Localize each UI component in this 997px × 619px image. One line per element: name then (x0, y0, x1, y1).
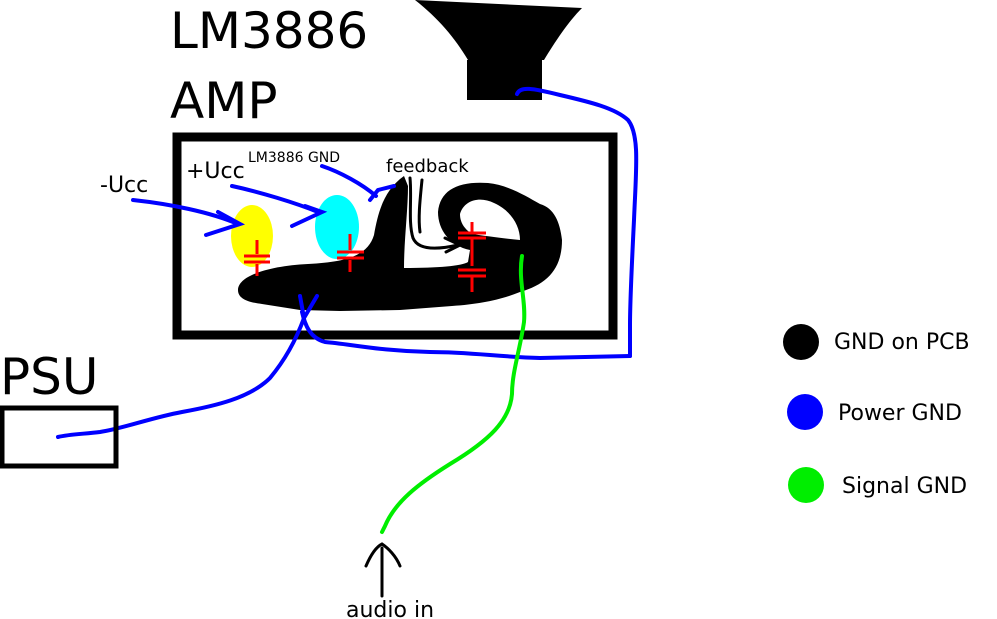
legend-label-power-gnd: Power GND (838, 401, 962, 426)
neg-supply-label: -Ucc (100, 173, 148, 198)
audio-in-arrow (364, 542, 402, 598)
speaker-icon (415, 0, 582, 100)
chip-gnd-label: LM3886 GND (248, 150, 340, 166)
legend-swatch-power-gnd (787, 394, 823, 430)
amp-pcb-box (172, 132, 618, 340)
amp-title-line1: LM3886 (170, 2, 368, 60)
power-gnd-wires (56, 86, 639, 439)
capacitor-feedback-lower (458, 268, 486, 292)
legend: GND on PCB Power GND Signal GND (783, 324, 970, 503)
legend-swatch-signal-gnd (788, 467, 824, 503)
amp-title-line2: AMP (170, 72, 278, 130)
pos-supply-pad (315, 195, 359, 259)
pcb-gnd-plane (238, 176, 562, 311)
feedback-label: feedback (386, 156, 469, 177)
legend-label-pcb-gnd: GND on PCB (834, 330, 970, 355)
feedback-arrow (408, 176, 464, 254)
signal-gnd-wire (380, 254, 527, 534)
capacitor-neg-supply (244, 240, 270, 276)
audio-in-label: audio in (346, 598, 434, 619)
legend-label-signal-gnd: Signal GND (842, 474, 967, 499)
psu-label: PSU (0, 348, 99, 406)
pos-supply-label: +Ucc (186, 159, 245, 184)
legend-swatch-pcb-gnd (783, 324, 819, 360)
psu-box (0, 405, 119, 469)
capacitor-pos-supply (337, 234, 364, 272)
capacitor-feedback-upper (458, 222, 486, 266)
neg-supply-pad (231, 205, 273, 267)
